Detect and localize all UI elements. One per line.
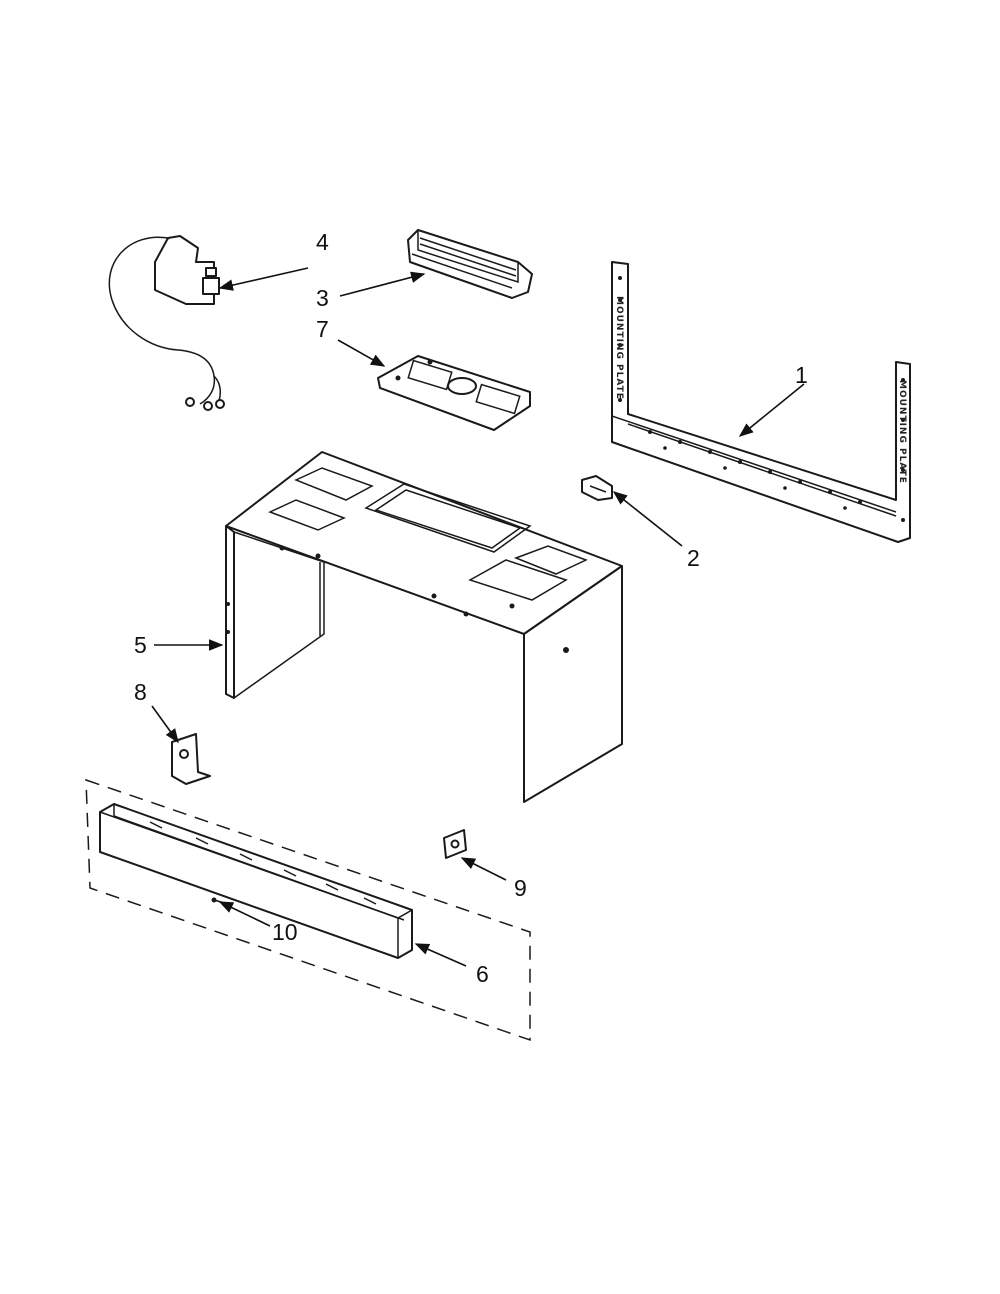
callout-7: 7 [316, 316, 329, 342]
vent-damper-part [407, 229, 533, 299]
power-cord-part [108, 235, 225, 411]
callout-1: 1 [795, 362, 808, 388]
callout-6: 6 [476, 961, 489, 987]
callout-3: 3 [316, 285, 329, 311]
screw-part [211, 897, 229, 905]
clip-part [581, 475, 613, 501]
right-bracket-part [443, 829, 467, 859]
callout-4: 4 [316, 229, 329, 255]
vent-plate-part [377, 355, 531, 431]
plate-text-left: MOUNTING PLATE [614, 296, 624, 400]
callout-10: 10 [272, 919, 298, 945]
callout-8: 8 [134, 679, 147, 705]
left-bracket-part [171, 733, 211, 785]
cabinet-part [225, 451, 623, 803]
callout-9: 9 [514, 875, 527, 901]
plate-text-right: MOUNTING PLATE [897, 380, 907, 484]
wall-mounting-plate-part: MOUNTING PLATE MOUNTING PLATE [611, 261, 911, 543]
grille-part [99, 803, 413, 959]
grouping-box [85, 778, 531, 1042]
callout-2: 2 [687, 545, 700, 571]
callout-labels: 1 2 3 4 5 6 7 8 9 10 [134, 229, 808, 987]
callout-5: 5 [134, 632, 147, 658]
leader-lines [151, 267, 805, 967]
